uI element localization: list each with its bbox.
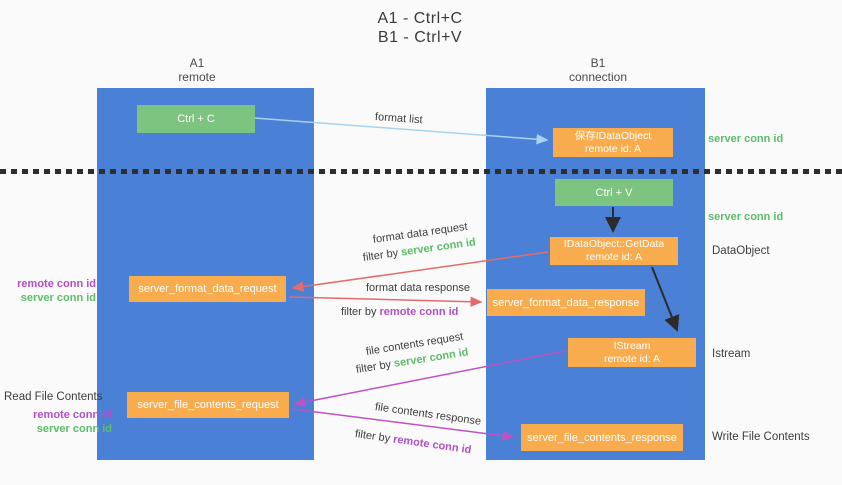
node-ctrl-c: Ctrl + C — [137, 105, 255, 133]
filter-by-text: filter by — [355, 358, 392, 376]
side-label-istream: Istream — [712, 348, 751, 360]
lane-header-b1: B1 connection — [538, 56, 658, 84]
session-divider-dotted-line — [0, 169, 842, 174]
node-istream-line2: remote id: A — [603, 352, 661, 365]
edge-label-filter-remote-2: filter by remote conn id — [354, 428, 472, 456]
node-idataobject-getdata: IDataObject::GetData remote id: A — [550, 237, 678, 265]
remote-conn-id-label: remote conn id — [17, 278, 96, 290]
edge-label-file-contents-response: file contents response — [374, 401, 482, 428]
node-format-response-label: server_format_data_response — [492, 296, 640, 309]
title-line-2: B1 - Ctrl+V — [377, 29, 463, 46]
node-ctrl-v-label: Ctrl + V — [595, 186, 633, 199]
conn-id-stack-format: remote conn id server conn id — [6, 277, 96, 305]
conn-id-stack-file: remote conn id server conn id — [20, 408, 112, 436]
node-save-idataobject-line1: 保存IDataObject — [574, 129, 652, 142]
remote-conn-id-text: remote conn id — [379, 306, 459, 318]
filter-by-text: filter by — [362, 247, 399, 264]
node-server-file-contents-response: server_file_contents_response — [521, 424, 683, 451]
node-save-idataobject: 保存IDataObject remote id: A — [553, 128, 673, 157]
title-line-1: A1 - Ctrl+C — [377, 10, 463, 27]
lane-header-a1: A1 remote — [137, 56, 257, 84]
node-server-file-contents-request: server_file_contents_request — [127, 392, 289, 418]
side-label-read-file-contents: Read File Contents — [4, 391, 103, 403]
node-getdata-line1: IDataObject::GetData — [563, 238, 665, 250]
remote-conn-id-label: remote conn id — [33, 409, 112, 421]
node-save-idataobject-line2: remote id: A — [584, 142, 642, 155]
node-file-response-label: server_file_contents_response — [527, 431, 677, 444]
edge-label-format-list: format list — [374, 111, 423, 127]
side-label-server-conn-id-top: server conn id — [708, 133, 784, 145]
server-conn-id-label: server conn id — [36, 423, 112, 435]
node-server-format-data-response: server_format_data_response — [487, 289, 645, 316]
lane-a1-name: A1 — [189, 56, 205, 70]
diagram-title: A1 - Ctrl+C B1 - Ctrl+V — [330, 9, 510, 47]
filter-by-text: filter by — [341, 306, 377, 318]
remote-conn-id-text: remote conn id — [392, 433, 473, 457]
node-getdata-line2: remote id: A — [585, 251, 643, 263]
node-file-request-label: server_file_contents_request — [137, 399, 279, 411]
node-istream: IStream remote id: A — [568, 338, 696, 367]
filter-by-text: filter by — [354, 428, 391, 445]
server-conn-id-label: server conn id — [20, 292, 96, 304]
lane-b1-role: connection — [568, 70, 628, 84]
side-label-write-file-contents: Write File Contents — [712, 431, 810, 443]
node-server-format-data-request: server_format_data_request — [129, 276, 286, 302]
edge-label-filter-remote-1: filter by remote conn id — [341, 306, 458, 318]
lane-a1-role: remote — [178, 70, 216, 84]
node-istream-line1: IStream — [613, 339, 651, 352]
node-ctrl-c-label: Ctrl + C — [177, 113, 215, 125]
node-ctrl-v: Ctrl + V — [555, 179, 673, 206]
side-label-server-conn-id-mid: server conn id — [708, 211, 784, 223]
arrow-format-data-response — [288, 296, 483, 307]
node-format-request-label: server_format_data_request — [138, 283, 277, 295]
side-label-dataobject: DataObject — [712, 245, 770, 257]
edge-label-format-data-response: format data response — [366, 282, 470, 294]
lane-b1-name: B1 — [590, 56, 606, 70]
